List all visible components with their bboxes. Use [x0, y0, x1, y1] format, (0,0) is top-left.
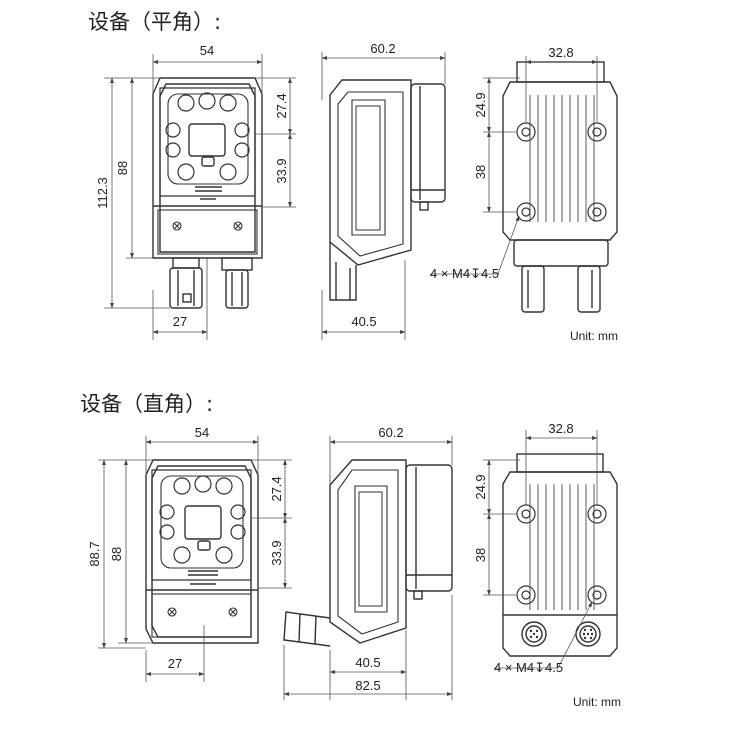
bottom-width-label: 27	[168, 656, 182, 671]
bottom-width-label: 27	[173, 314, 187, 329]
front-view-right-angle	[145, 459, 259, 644]
back-width-label: 32.8	[548, 421, 573, 436]
side-bottom-label: 40.5	[355, 655, 380, 670]
back-spacing-label: 38	[473, 165, 488, 179]
back-width-label: 32.8	[548, 45, 573, 60]
front-dims-right-angle	[98, 436, 292, 682]
back-view-flat	[502, 61, 618, 313]
unit-label: Unit: mm	[570, 329, 618, 343]
side-view-right-angle	[283, 459, 453, 647]
section-title-flat: 设备（平角）:	[88, 10, 222, 34]
side-view-flat	[329, 79, 446, 301]
front-dims-flat	[104, 54, 296, 340]
width-label: 54	[200, 43, 214, 58]
width-label: 54	[195, 425, 209, 440]
depth-label: 60.2	[370, 41, 395, 56]
lower-offset-label: 33.9	[274, 158, 289, 183]
side-dims-right-angle	[283, 436, 453, 700]
body-height-label: 88	[115, 161, 130, 175]
lower-offset-label: 33.9	[269, 540, 284, 565]
screw-note: 4 × M4↧4.5	[430, 266, 499, 281]
back-spacing-label: 38	[473, 548, 488, 562]
unit-label: Unit: mm	[573, 695, 621, 709]
side-total-label: 82.5	[355, 678, 380, 693]
side-bottom-label: 40.5	[351, 314, 376, 329]
upper-offset-label: 27.4	[274, 93, 289, 118]
back-upper-label: 24.9	[473, 92, 488, 117]
back-dims-flat	[430, 56, 598, 275]
back-dims-right-angle	[483, 430, 598, 669]
back-view-right-angle	[502, 453, 618, 657]
total-height-label: 112.3	[95, 177, 110, 209]
upper-offset-label: 27.4	[269, 476, 284, 501]
depth-label: 60.2	[378, 425, 403, 440]
back-upper-label: 24.9	[473, 474, 488, 499]
total-height-label: 88.7	[87, 541, 102, 566]
front-dim-labels-flat: 54 112.3 88 27.4 33.9 27	[95, 43, 289, 329]
side-dims-flat	[321, 52, 446, 340]
body-height-label: 88	[109, 547, 124, 561]
front-dim-labels-right-angle: 54 88.7 88 27.4 33.9 27	[87, 425, 284, 671]
section-title-right-angle: 设备（直角）:	[80, 392, 214, 416]
screw-note: 4 × M4↧4.5	[494, 660, 563, 675]
front-view-flat	[152, 77, 263, 309]
